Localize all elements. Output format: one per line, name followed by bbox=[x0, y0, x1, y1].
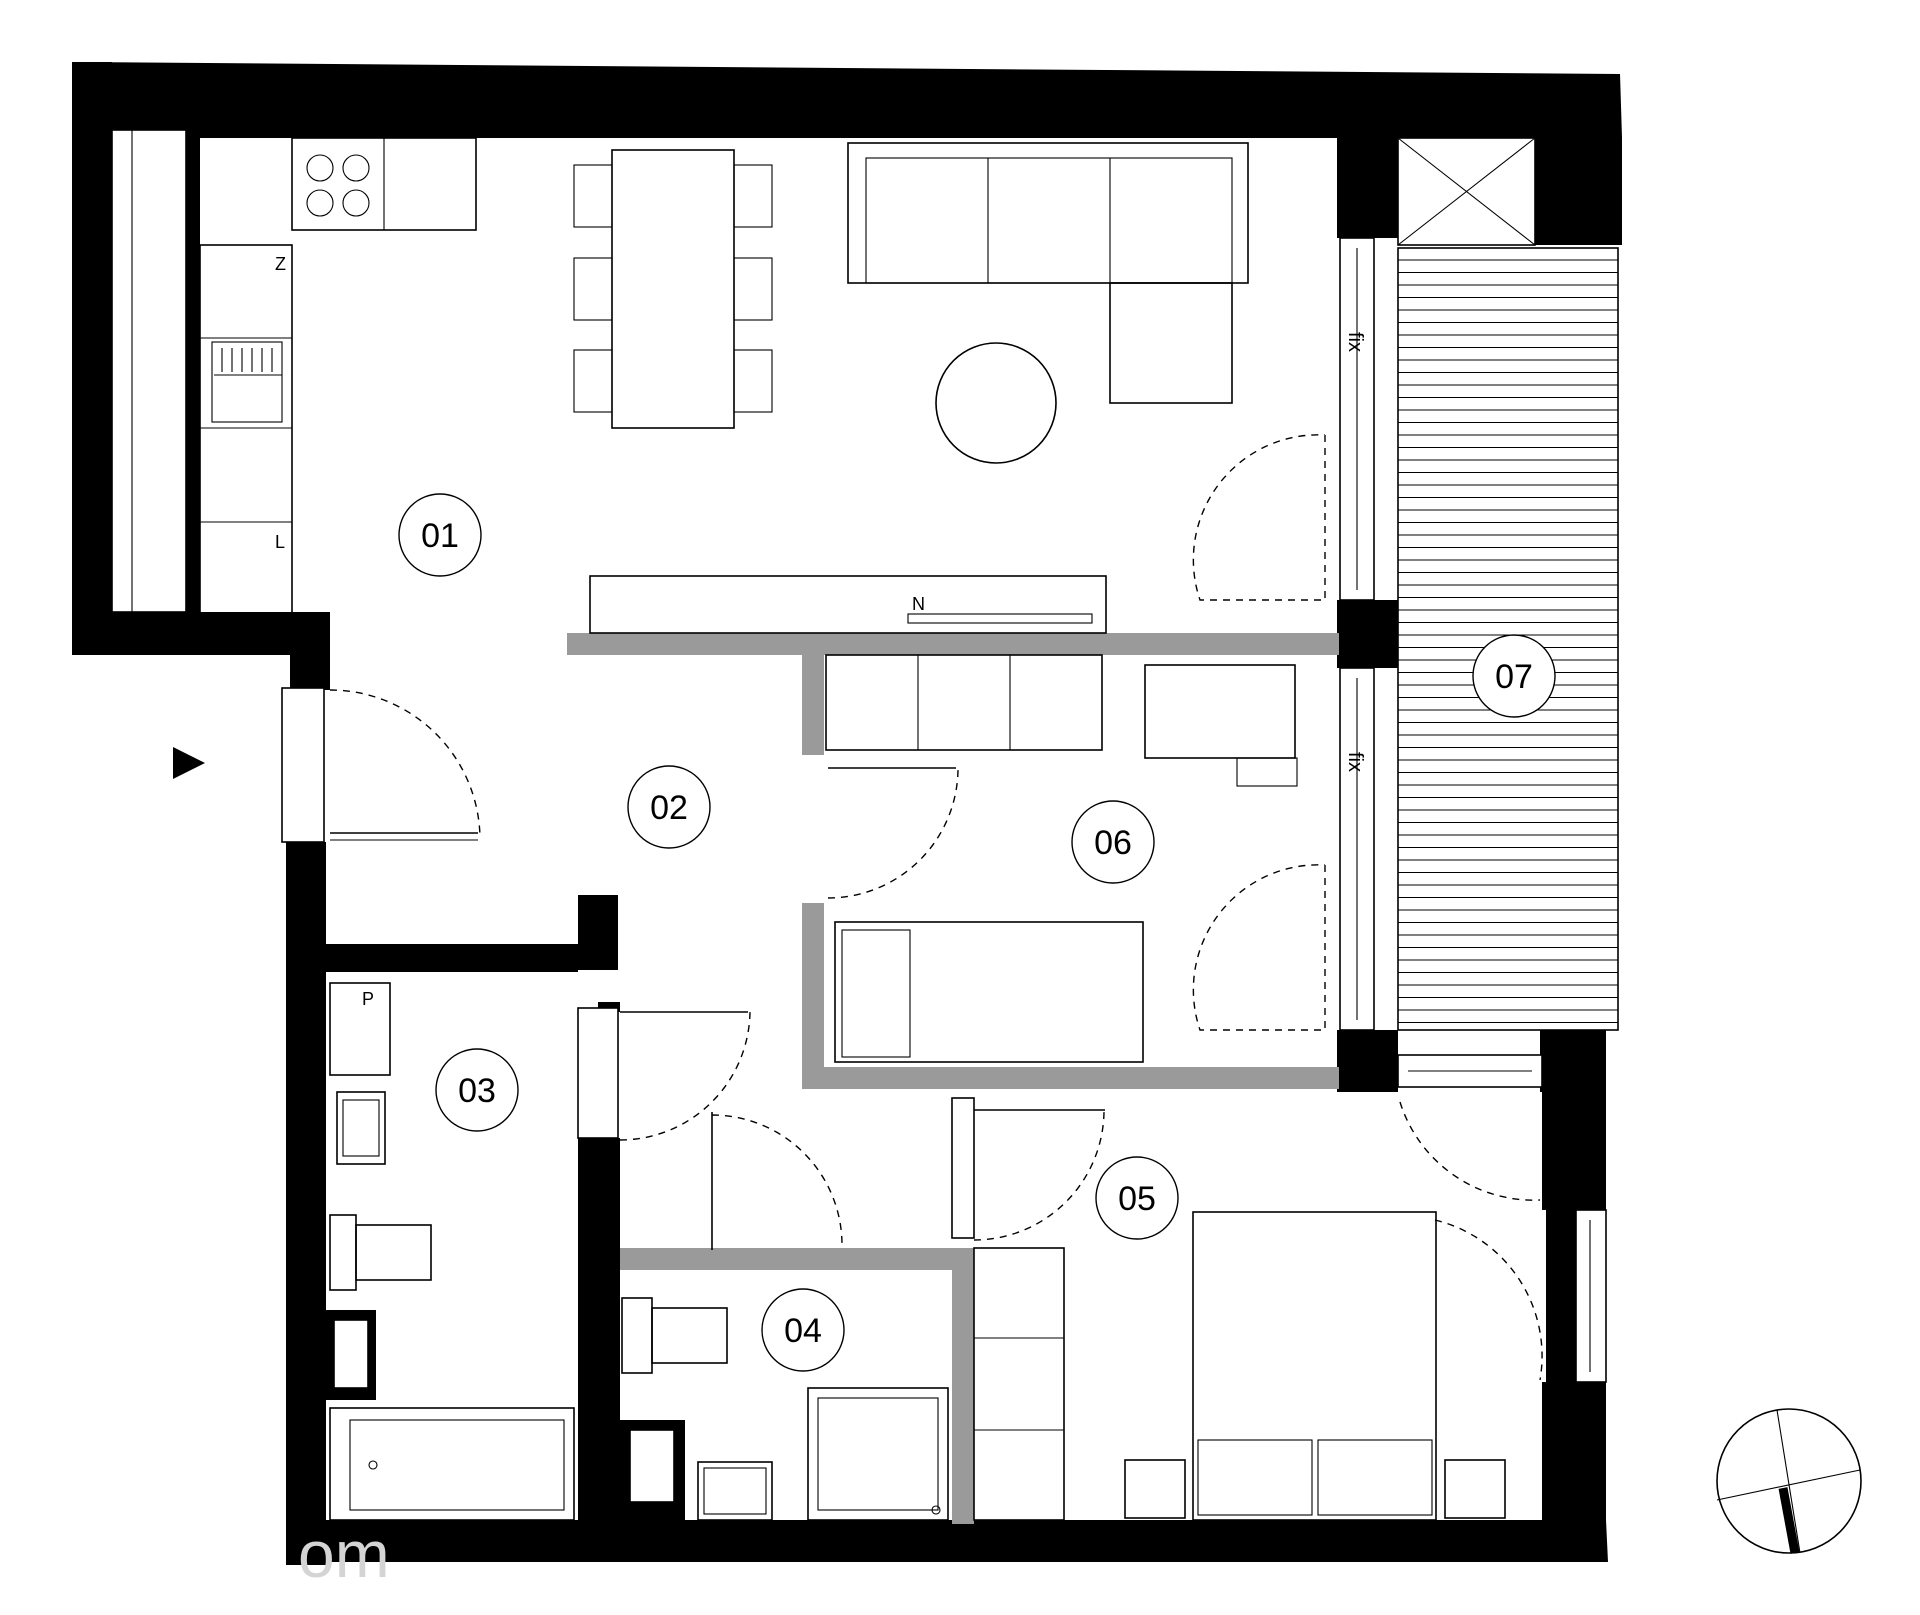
fridge-mark: Z bbox=[275, 254, 286, 274]
room-02-number: 02 bbox=[650, 789, 688, 827]
room-05-label: 05 bbox=[1095, 1156, 1179, 1240]
room-04-label: 04 bbox=[761, 1288, 845, 1372]
compass-icon bbox=[1716, 1408, 1862, 1554]
fix-label-lower: fix bbox=[1344, 752, 1366, 772]
bedroom-large-furniture bbox=[973, 1211, 1506, 1521]
room-06-label: 06 bbox=[1071, 800, 1155, 884]
kitchen-living-furniture: Z L N bbox=[199, 137, 1249, 634]
inner-walls bbox=[326, 895, 620, 1525]
room-03-number: 03 bbox=[458, 1072, 496, 1110]
partition-walls bbox=[567, 633, 1339, 1524]
balcony-outline bbox=[1397, 247, 1619, 1031]
room-03-label: 03 bbox=[435, 1048, 519, 1132]
room-02-label: 02 bbox=[627, 765, 711, 849]
room-01-label: 01 bbox=[398, 493, 482, 577]
watermark: om bbox=[298, 1517, 390, 1591]
windows bbox=[111, 129, 1607, 1383]
room-06-number: 06 bbox=[1094, 824, 1132, 862]
room-05-number: 05 bbox=[1118, 1180, 1156, 1218]
entrance-arrow-icon bbox=[173, 747, 205, 779]
bathroom-furniture: P bbox=[326, 982, 575, 1521]
heater-mark: N bbox=[912, 594, 925, 614]
doors bbox=[329, 434, 1543, 1381]
washer-mark: P bbox=[362, 989, 374, 1009]
balcony bbox=[1397, 247, 1619, 1031]
bedroom-small-furniture bbox=[825, 654, 1298, 1063]
room-07-number: 07 bbox=[1495, 658, 1533, 696]
room-01-number: 01 bbox=[421, 517, 459, 555]
fix-label-upper: fix bbox=[1344, 332, 1366, 352]
wc-furniture bbox=[620, 1297, 949, 1521]
room-07-label: 07 bbox=[1472, 634, 1556, 718]
cooktop-mark: L bbox=[275, 532, 285, 552]
room-04-number: 04 bbox=[784, 1312, 822, 1350]
